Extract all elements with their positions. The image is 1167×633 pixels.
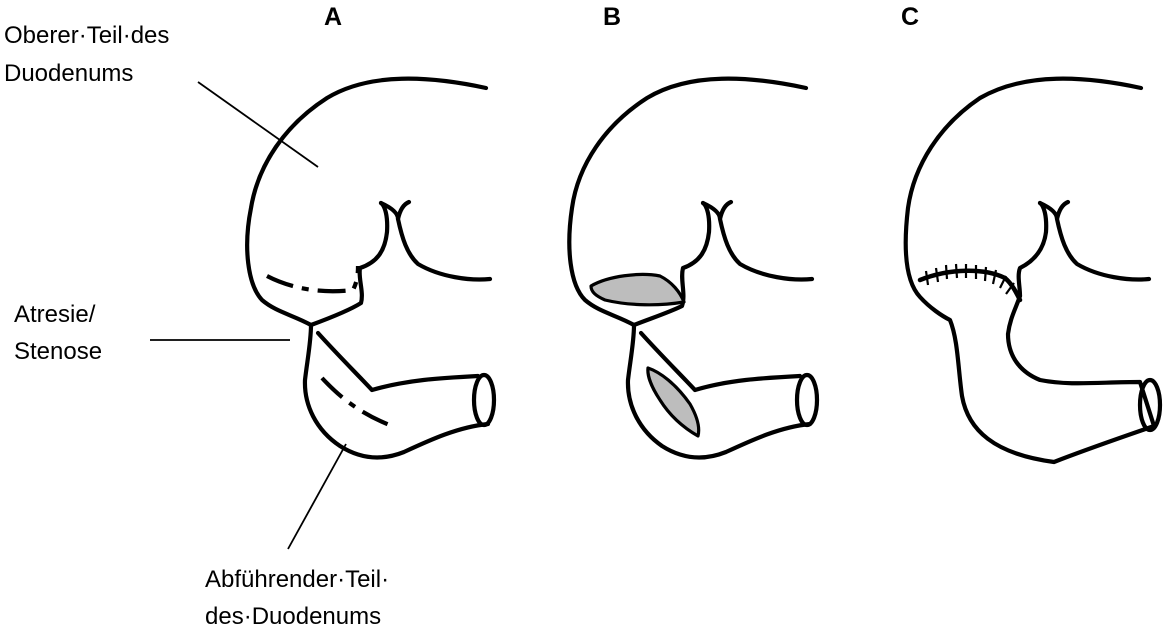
panel-b-papilla [700, 199, 815, 282]
panel-a [245, 76, 497, 460]
label-lower-duodenum-line1: Abführender·Teil· [205, 566, 389, 593]
panel-b [567, 76, 820, 460]
panel-a-lower-duodenum [302, 322, 491, 460]
leader-lower-duodenum [287, 443, 347, 550]
panel-b-lumen-opening [794, 372, 820, 428]
panel-c-papilla [1037, 199, 1152, 282]
label-atresia-line2: Stenose [14, 338, 102, 365]
panel-c-stitches [924, 263, 1015, 295]
panel-letter-a: A [324, 3, 342, 31]
label-upper-duodenum-line2: Duodenums [4, 60, 133, 87]
panel-b-upper-duodenum [567, 76, 809, 328]
panel-b-lower-duodenum [625, 322, 813, 460]
panel-c-lumen-opening [1137, 377, 1163, 433]
label-atresia-line1: Atresie/ [14, 301, 96, 328]
label-upper-duodenum-line1: Oberer·Teil·des [4, 22, 169, 49]
panel-a-papilla-right [395, 199, 493, 282]
panel-c [903, 76, 1163, 465]
panel-a-dashed-lower [320, 376, 393, 428]
label-lower-duodenum-line2: des·Duodenums [205, 603, 381, 630]
panel-a-dashed-upper [266, 265, 361, 294]
panel-a-lower-duodenum-top [315, 330, 481, 393]
panel-a-upper-duodenum [245, 76, 489, 328]
panel-letter-b: B [603, 3, 621, 31]
panel-letter-c: C [901, 3, 919, 31]
panel-b-upper-incision [589, 272, 686, 307]
panel-a-inner-wall [308, 200, 390, 328]
leader-upper-duodenum [197, 81, 319, 168]
panel-c-inner-wall [1016, 200, 1049, 299]
panel-b-inner-wall [631, 200, 712, 328]
panel-b-lower-duodenum-top [638, 330, 803, 393]
panel-c-anastomosed-duodenum [903, 76, 1157, 465]
panel-b-lower-incision [646, 366, 701, 438]
panel-a-lumen-opening [471, 372, 497, 428]
